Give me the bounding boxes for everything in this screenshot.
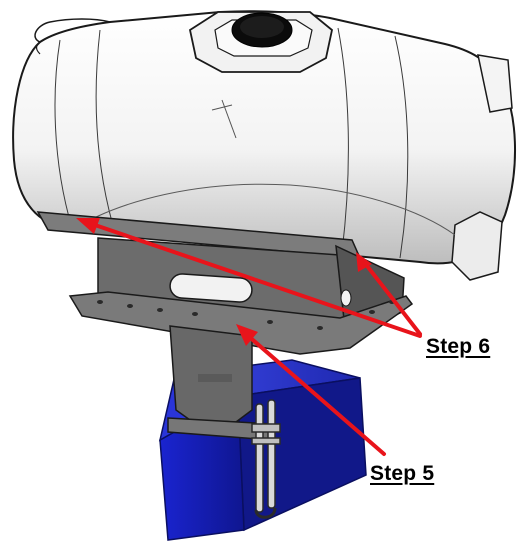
flange-holes <box>97 300 395 330</box>
tank-left-cap <box>34 18 111 43</box>
tank-mold-line <box>221 99 237 139</box>
u-bolt-leg-2 <box>267 399 276 509</box>
u-bolt-nut <box>251 423 281 433</box>
arrow-step5 <box>236 324 386 456</box>
tank-right-tab-bottom <box>451 211 503 281</box>
tank-band-4 <box>394 35 409 259</box>
bracket <box>36 211 414 441</box>
step-5-label: Step 5 <box>370 462 435 485</box>
tank-lid <box>188 11 333 73</box>
mounting-flange <box>68 291 414 355</box>
tank-bottom-contour <box>71 183 456 236</box>
u-bolts <box>251 399 281 519</box>
tank-band-3 <box>337 27 349 253</box>
arrow-step6-right <box>356 252 422 336</box>
tank-right-tab-top <box>477 54 513 113</box>
tank-band-1 <box>54 39 73 229</box>
tank <box>12 10 516 281</box>
u-bolt-leg-1 <box>255 403 264 513</box>
step-6-label: Step 6 <box>426 335 491 358</box>
arrow-step6-left <box>76 218 422 338</box>
plate-slot <box>169 273 253 303</box>
callout-arrows <box>76 218 422 456</box>
